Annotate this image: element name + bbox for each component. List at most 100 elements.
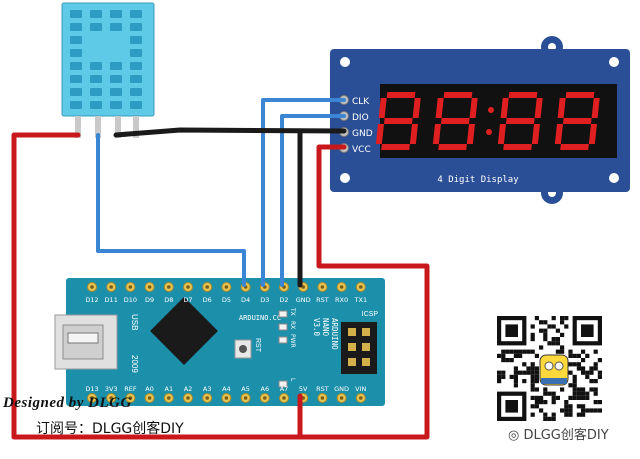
segment <box>497 124 506 144</box>
grille-slot <box>70 88 82 96</box>
icsp-pin <box>348 328 356 336</box>
segment <box>432 124 441 144</box>
grille-slot <box>110 101 122 109</box>
segment <box>531 124 540 144</box>
grille-slot <box>110 23 122 31</box>
segment <box>412 98 421 118</box>
mount-hole <box>609 173 619 183</box>
pin-label-d8: D8 <box>164 296 173 304</box>
segment <box>386 92 416 98</box>
pin-label-a3: A3 <box>203 385 212 393</box>
grille-slot <box>70 23 82 31</box>
led-label-l: L <box>289 378 296 382</box>
segment <box>409 124 418 144</box>
led-label-rx: RX <box>289 321 296 329</box>
pin-label-gnd: GND <box>334 385 349 393</box>
pin-label-dio: DIO <box>352 113 369 123</box>
pin-label-rx0: RX0 <box>335 296 348 304</box>
grille-slot <box>70 36 82 44</box>
segment <box>378 98 387 118</box>
icsp-pin <box>362 358 370 366</box>
grille-slot <box>70 10 82 18</box>
pin-label-5v: 5V <box>299 385 308 393</box>
grille-slot <box>110 10 122 18</box>
segment <box>505 118 535 124</box>
digit <box>375 92 421 150</box>
grille-slot <box>130 88 142 96</box>
pin-label-tx1: TX1 <box>354 296 368 304</box>
grille-slot <box>110 75 122 83</box>
usb-label: USB <box>130 314 139 330</box>
rst-button-label: RST <box>254 338 261 353</box>
pin-label-clk: CLK <box>352 97 370 107</box>
pin-label-rst: RST <box>316 385 329 393</box>
subscription-label: 订阅号：DLGG创客DIY <box>36 421 184 437</box>
sensor-leg-nc <box>115 116 121 138</box>
led-rx <box>278 323 288 331</box>
pin-label-d7: D7 <box>183 296 192 304</box>
segment <box>383 118 413 124</box>
segment <box>440 118 470 124</box>
pin-label-d5: D5 <box>222 296 231 304</box>
grille-slot <box>90 62 102 70</box>
year-label: 2009 <box>130 355 139 373</box>
pin-label-a7: A7 <box>280 385 289 393</box>
wire-sensor-gnd <box>113 127 347 138</box>
sensor-leg-vcc <box>75 116 81 138</box>
icsp-pin <box>348 343 356 351</box>
usb-connector <box>54 314 118 370</box>
seven-segment-digits <box>375 92 600 150</box>
pin-label-d12: D12 <box>85 296 98 304</box>
pin-label-d13: D13 <box>85 385 98 393</box>
colon-dot <box>488 107 494 113</box>
grille-slot <box>130 23 142 31</box>
brand-label: ARDUINO.CC <box>239 314 281 322</box>
grille-slot <box>130 49 142 57</box>
wires <box>11 98 430 440</box>
wire-sensor-data <box>96 133 246 287</box>
watermark-text: DLGG创客DIY <box>523 428 609 443</box>
pin-label-d11: D11 <box>105 296 118 304</box>
grille-slot <box>130 101 142 109</box>
sensor-grille <box>70 10 142 109</box>
segment <box>591 98 600 118</box>
pin-label-a1: A1 <box>165 385 174 393</box>
segment <box>503 144 532 150</box>
icsp-pin <box>362 343 370 351</box>
icsp-header <box>341 322 377 374</box>
sensor-leg-gnd <box>133 116 139 138</box>
segment <box>466 124 475 144</box>
led-l <box>278 380 288 388</box>
pin-label-gnd: GND <box>352 129 373 139</box>
grille-slot <box>110 62 122 70</box>
dht11-sensor <box>61 2 155 138</box>
wechat-icon: ◎ <box>508 428 520 443</box>
pin-label-a4: A4 <box>222 385 231 393</box>
pin-label-d2: D2 <box>279 296 288 304</box>
grille-slot <box>90 101 102 109</box>
icsp-pin <box>348 358 356 366</box>
pin-label-d9: D9 <box>145 296 154 304</box>
grille-slot <box>90 23 102 31</box>
led-label-pwr: PWR <box>289 334 296 348</box>
watermark: ◎ DLGG创客DIY <box>508 424 609 443</box>
designer-credit: Designed by DLGG <box>3 395 132 411</box>
pin-label-d10: D10 <box>124 296 137 304</box>
segment <box>557 98 566 118</box>
grille-slot <box>130 10 142 18</box>
grille-slot <box>90 75 102 83</box>
pin-label-3v3: 3V3 <box>105 385 118 393</box>
grille-slot <box>70 101 82 109</box>
segment <box>443 92 473 98</box>
icsp-pin <box>362 328 370 336</box>
wire-sensor-vcc <box>11 132 303 440</box>
display-title: 4 Digit Display <box>437 175 519 185</box>
qr-code <box>494 313 614 423</box>
segment <box>381 144 410 150</box>
sensor-leg-data <box>95 116 101 138</box>
segment <box>588 124 597 144</box>
pin-label-gnd: GND <box>296 296 311 304</box>
